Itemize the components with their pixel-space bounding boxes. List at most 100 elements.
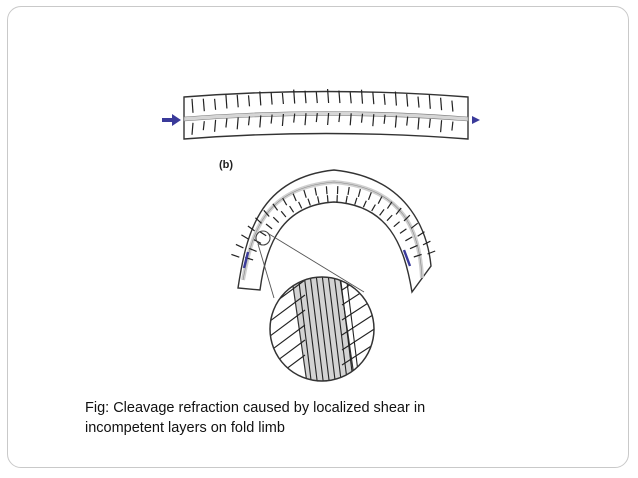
cleavage-tick — [202, 98, 205, 112]
shear-band-cleavage — [339, 277, 355, 381]
detail-lens-outline — [269, 276, 375, 382]
cleavage-tick — [349, 113, 352, 126]
cleavage-tick — [338, 113, 341, 123]
cleavage-tick — [451, 100, 454, 112]
fold-cleavage-tick — [386, 214, 393, 222]
fold-cleavage-tick — [395, 207, 402, 215]
shear-arrow-right — [402, 249, 412, 267]
enlarged-detail-view — [269, 276, 375, 382]
fold-cleavage-tick — [265, 223, 273, 230]
cleavage-tick — [349, 92, 352, 104]
cleavage-tick — [417, 117, 420, 130]
cleavage-tick — [293, 89, 296, 104]
fold-cleavage-tick — [248, 247, 257, 252]
figure-caption: Fig: Cleavage refraction caused by local… — [85, 398, 505, 438]
cleavage-tick — [214, 119, 217, 132]
shear-band-cleavage — [297, 277, 313, 381]
caption-line-2: incompetent layers on fold limb — [85, 420, 285, 436]
fold-cleavage-tick — [272, 203, 279, 211]
fold-cleavage-tick — [303, 189, 307, 198]
fold-cleavage-tick — [235, 243, 244, 249]
flat-cleavage-lines — [191, 88, 454, 135]
shear-band-cleavage — [315, 277, 331, 381]
fold-outline — [237, 169, 432, 294]
fold-cleavage-tick — [263, 209, 270, 217]
fold-cleavage-tick — [377, 196, 383, 204]
fold-cleavage-tick — [254, 217, 262, 224]
fold-cleavage-tick — [241, 234, 249, 240]
cleavage-tick — [383, 93, 386, 105]
cleavage-tick — [270, 114, 273, 124]
fold-cleavage-tick — [317, 196, 320, 204]
cleavage-tick — [372, 91, 375, 105]
fold-cleavage-tick — [347, 186, 350, 195]
shear-band-cleavage — [333, 277, 349, 381]
cleavage-tick — [360, 113, 364, 123]
fold-cleavage-tick — [371, 204, 376, 212]
cleavage-tick — [360, 89, 364, 104]
fold-cleavage-tick — [247, 225, 255, 232]
cleavage-tick — [394, 91, 397, 106]
fold-cleavage-tick — [292, 193, 297, 202]
shear-band-cleavage — [321, 277, 337, 381]
fold-cleavage-lines — [231, 186, 436, 261]
fold-cleavage-tick — [326, 195, 329, 203]
cleavage-tick — [428, 94, 431, 109]
flat-incompetent-layer — [183, 111, 469, 122]
fold-cleavage-tick — [413, 253, 422, 258]
fold-cleavage-tick — [386, 201, 393, 209]
cleavage-tick — [225, 118, 228, 128]
fold-cleavage-tick — [307, 198, 311, 206]
fold-cleavage-tick — [409, 244, 418, 250]
fold-cleavage-tick — [362, 200, 367, 208]
cleavage-tick — [451, 121, 454, 131]
push-arrow-left-icon — [472, 116, 480, 124]
detail-marker-circle — [255, 230, 271, 246]
fold-cleavage-tick — [282, 197, 288, 206]
fold-cleavage-tick — [357, 188, 361, 198]
outer-layer-cleavage — [341, 338, 374, 366]
cleavage-tick — [406, 94, 409, 107]
shear-band-cleavage — [303, 277, 319, 381]
cleavage-tick — [236, 94, 239, 108]
fold-cleavage-tick — [410, 222, 419, 229]
cleavage-tick — [191, 98, 194, 113]
cleavage-tick — [304, 90, 307, 104]
cleavage-tick — [383, 114, 386, 124]
cleavage-tick — [225, 94, 228, 109]
cleavage-tick — [270, 92, 273, 105]
outer-layer-cleavage — [270, 339, 306, 373]
cleavage-tick — [315, 92, 318, 104]
fold-cleavage-tick — [393, 221, 400, 228]
folded-layer-diagram — [231, 169, 436, 299]
fold-cleavage-tick — [325, 186, 328, 195]
cleavage-tick — [406, 116, 409, 126]
flat-layer-diagram — [162, 88, 480, 140]
shear-band-cleavage — [327, 277, 343, 381]
cleavage-tick — [236, 117, 239, 130]
slide-frame — [7, 6, 629, 468]
cleavage-tick — [281, 113, 284, 127]
cleavage-tick — [304, 113, 307, 126]
cleavage-tick — [191, 122, 194, 135]
fold-cleavage-tick — [345, 195, 348, 204]
cleavage-tick — [372, 114, 375, 127]
fold-cleavage-tick — [405, 236, 413, 242]
fold-cleavage-tick — [259, 230, 267, 237]
fold-cleavage-tick — [379, 209, 385, 216]
fold-cleavage-tick — [354, 197, 358, 205]
outer-layer-cleavage — [270, 279, 306, 313]
outer-layer-cleavage — [270, 309, 306, 343]
cleavage-tick — [327, 88, 330, 104]
push-arrow-right-icon — [162, 114, 181, 126]
cleavage-tick — [202, 121, 205, 131]
detail-leader-line — [257, 243, 275, 299]
fold-cleavage-tick — [427, 250, 436, 255]
outer-layer-cleavage — [270, 277, 306, 283]
cleavage-tick — [394, 115, 397, 128]
caption-line-1: Fig: Cleavage refraction caused by local… — [85, 400, 426, 416]
cleavage-tick — [428, 118, 431, 128]
outer-layer-cleavage — [341, 277, 374, 291]
fold-cleavage-tick — [280, 210, 287, 218]
